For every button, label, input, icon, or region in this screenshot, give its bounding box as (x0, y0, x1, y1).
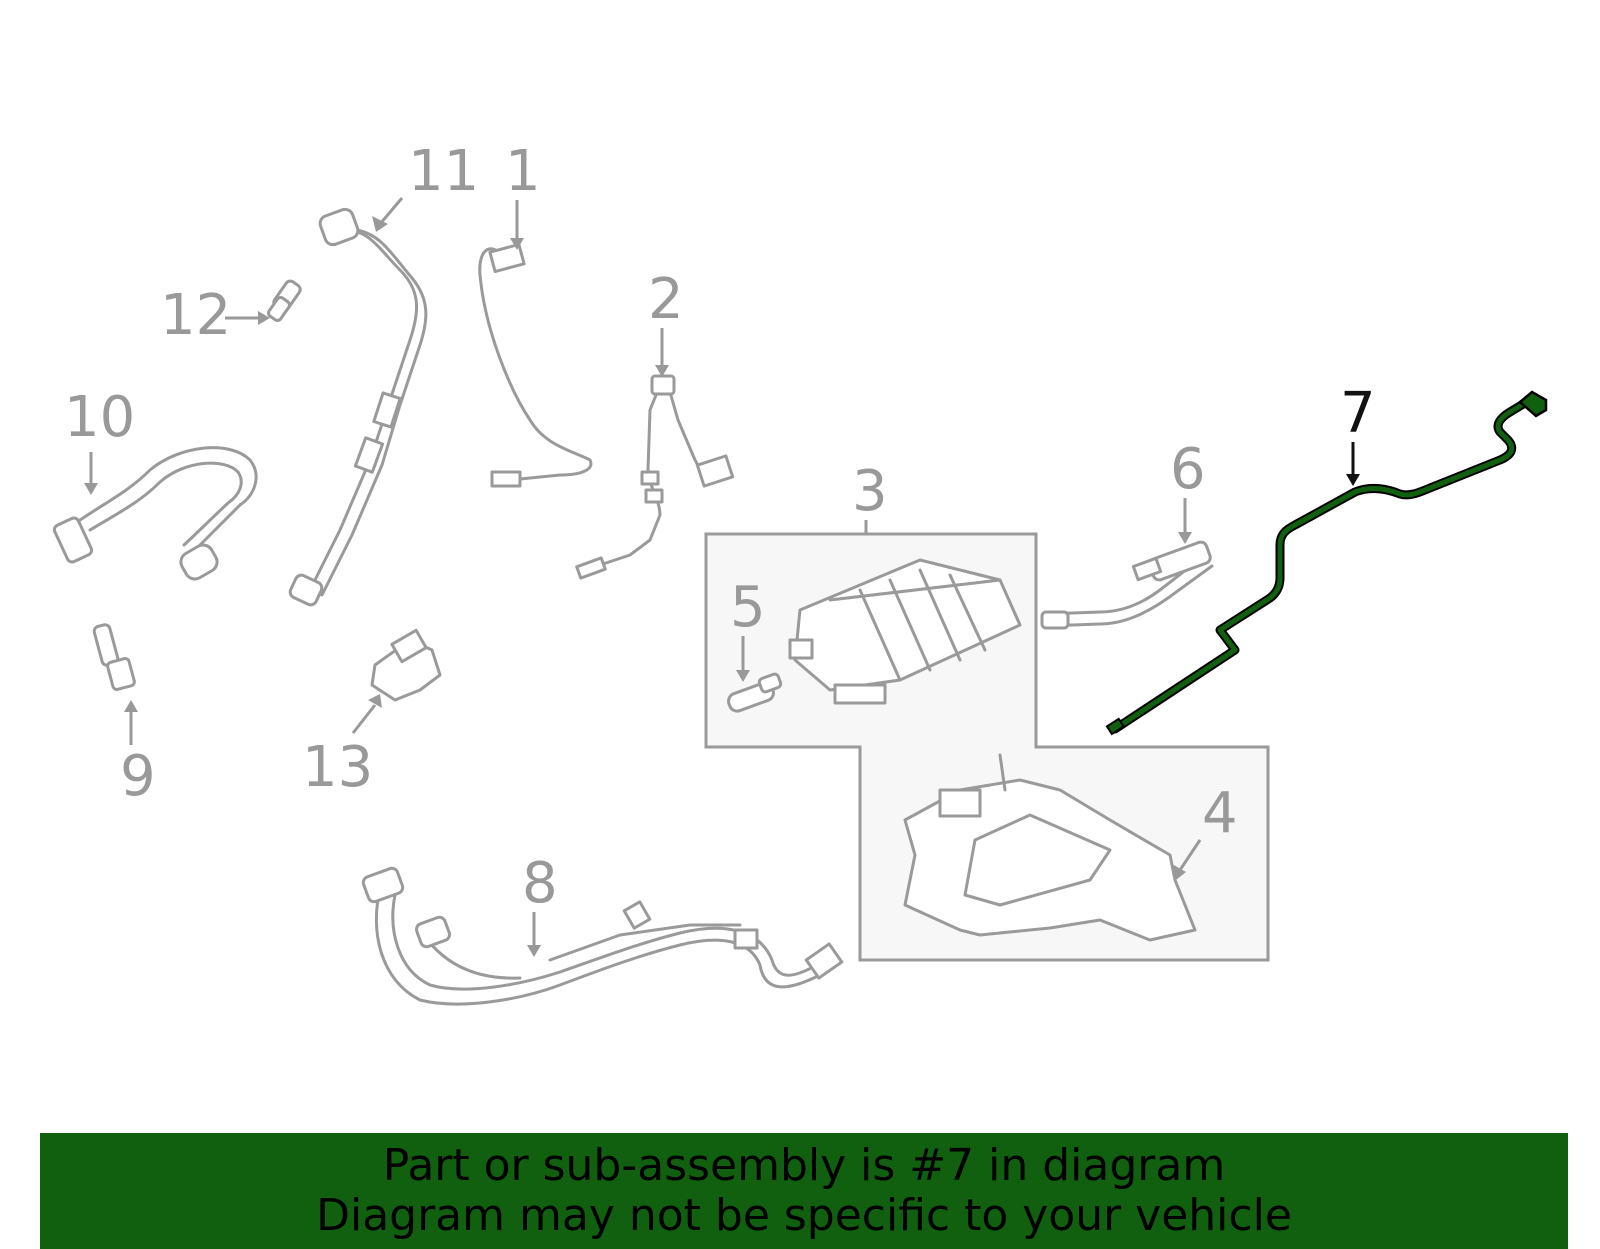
callout-2: 2 (648, 267, 684, 332)
part-8-harness[interactable] (361, 866, 844, 1006)
part-4-bracket[interactable] (903, 753, 1197, 942)
info-banner: Part or sub-assembly is #7 in diagram Di… (40, 1133, 1568, 1249)
part-13-sensor[interactable] (370, 628, 442, 702)
callout-8: 8 (522, 851, 558, 916)
part-6-hose[interactable] (1040, 540, 1214, 630)
part-3-canister[interactable] (788, 558, 1022, 705)
part-7-tube[interactable] (1105, 390, 1548, 736)
part-11-hose[interactable] (288, 207, 428, 607)
callout-10: 10 (64, 385, 135, 450)
callout-3: 3 (852, 459, 888, 524)
part-1-sensor[interactable] (478, 242, 593, 488)
parts-diagram: 1 2 3 4 5 6 7 8 9 10 11 12 13 (52, 139, 1548, 1006)
banner-part-note: Part or sub-assembly is #7 in diagram (382, 1140, 1226, 1191)
callout-6: 6 (1170, 437, 1206, 502)
callout-1: 1 (505, 139, 541, 204)
leader-13 (351, 704, 377, 734)
callout-11: 11 (408, 139, 479, 204)
callout-9: 9 (120, 744, 156, 809)
callout-5: 5 (730, 575, 766, 640)
part-10-hose[interactable] (52, 446, 258, 583)
leader-4 (1178, 839, 1202, 871)
callout-4: 4 (1202, 781, 1238, 846)
part-12-fitting[interactable] (267, 279, 302, 322)
callout-7: 7 (1340, 381, 1376, 446)
part-5-valve[interactable] (726, 672, 783, 713)
callout-12: 12 (160, 283, 231, 348)
banner-disclaimer: Diagram may not be specific to your vehi… (316, 1190, 1292, 1241)
leader-11 (378, 197, 404, 225)
part-2-sensor[interactable] (575, 374, 735, 580)
part-9-sensor[interactable] (92, 623, 136, 691)
callout-13: 13 (302, 735, 373, 800)
